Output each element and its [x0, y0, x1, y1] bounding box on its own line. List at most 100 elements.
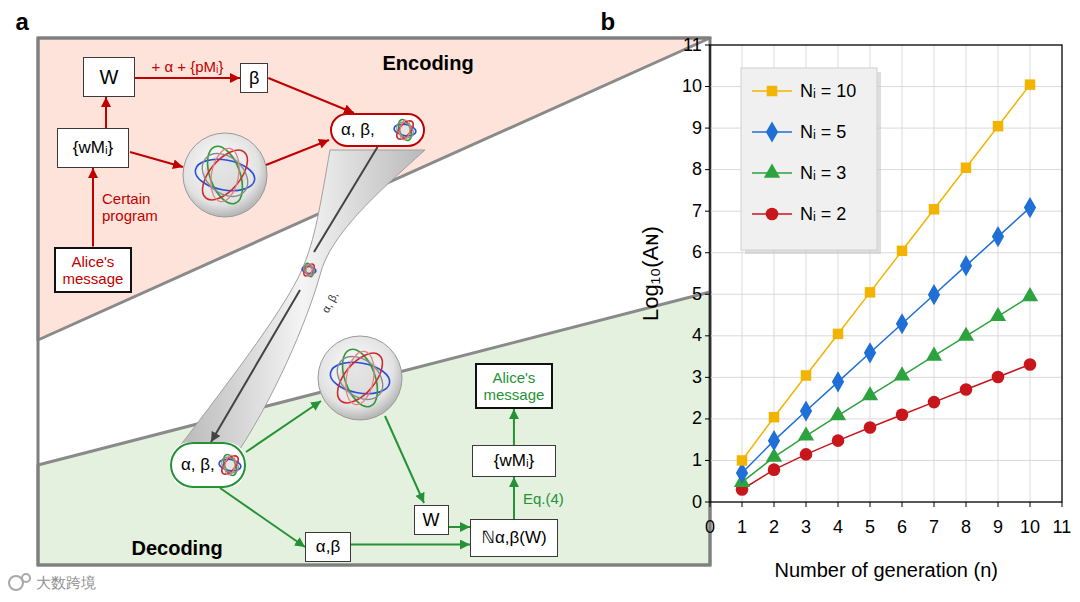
knot-icon — [301, 262, 316, 278]
knot-ball — [183, 133, 267, 217]
data-marker — [961, 162, 971, 172]
tick-label: 3 — [801, 517, 811, 537]
axis-title: Number of generation (n) — [775, 559, 998, 581]
tick-mark — [705, 169, 710, 170]
data-marker — [928, 396, 941, 409]
tick-mark — [705, 128, 710, 129]
legend-text: Nᵢ = 10 — [800, 81, 856, 101]
pill-text: α, β, — [181, 455, 215, 475]
tick-label-holder: 4 — [833, 517, 843, 538]
process-box: W — [414, 505, 449, 535]
process-box: W — [83, 57, 135, 97]
box-text: α,β — [316, 537, 340, 557]
region-title: Decoding — [132, 537, 223, 559]
tick-label-holder: 8 — [961, 517, 971, 538]
tick-label-holder: 10 — [682, 76, 702, 97]
tick-mark — [705, 86, 710, 87]
flow-connector — [449, 526, 471, 528]
box-text: β — [249, 68, 259, 89]
tick-label: 1 — [692, 450, 702, 470]
tick-label-holder: 7 — [929, 517, 939, 538]
data-marker — [990, 307, 1006, 321]
tick-label-holder: 3 — [801, 517, 811, 538]
data-marker — [862, 386, 878, 400]
tick-mark — [705, 418, 710, 419]
data-marker — [926, 347, 942, 361]
tick-label-holder: 11 — [1053, 517, 1072, 538]
tick-label: 10 — [682, 76, 702, 96]
tick-mark — [705, 377, 710, 378]
message-box: Alice's message — [475, 363, 554, 410]
tick-label-holder: 9 — [993, 517, 1003, 538]
tick-mark — [902, 502, 903, 507]
tick-mark — [870, 502, 871, 507]
tick-label-holder: 4 — [692, 325, 702, 346]
tick-label: 11 — [1053, 517, 1072, 537]
region-outline — [38, 38, 710, 340]
tick-mark — [705, 211, 710, 212]
legend-entry: Nᵢ = 3 — [800, 163, 846, 184]
tick-mark — [966, 502, 967, 507]
tick-mark — [1030, 502, 1031, 507]
flow-connector — [351, 544, 470, 546]
tick-label-holder: 11 — [683, 35, 702, 56]
legend-entry: Nᵢ = 2 — [800, 204, 846, 225]
data-marker — [832, 434, 845, 447]
flow-connector — [92, 168, 94, 247]
pill-ground — [330, 113, 425, 147]
region-title-holder: Encoding — [383, 52, 474, 75]
data-series — [734, 287, 1038, 487]
axis-title-holder: Number of generation (n) — [775, 559, 998, 582]
tick-label-holder: 5 — [865, 517, 875, 538]
data-marker — [800, 448, 813, 461]
legend-marker — [764, 164, 780, 178]
tick-label: 8 — [692, 159, 702, 179]
data-marker — [928, 284, 940, 305]
data-marker — [768, 430, 780, 451]
decoding-band: Decodingα, β,Alice's message{wMᵢ}Wα,βℕα,… — [38, 292, 710, 565]
channel-label: α, β, — [319, 289, 340, 314]
edge-label-holder: + α + {pMᵢ} — [152, 58, 224, 75]
edge-label: Eq.(4) — [523, 490, 564, 507]
edge-label-holder: Certain program — [102, 190, 174, 225]
grid-line — [710, 460, 1062, 461]
process-box: {wMᵢ} — [57, 128, 129, 168]
tick-label: 4 — [833, 517, 843, 537]
tick-mark — [1062, 502, 1063, 507]
region-shape — [38, 292, 710, 565]
legend-swatch — [752, 164, 792, 178]
data-marker — [830, 406, 846, 420]
data-marker — [960, 383, 973, 396]
watermark: 大数跨境 — [36, 574, 96, 591]
tick-mark — [806, 502, 807, 507]
tick-label: 9 — [692, 118, 702, 138]
edge-label: + α + {pMᵢ} — [152, 58, 224, 75]
data-marker — [1022, 287, 1038, 301]
tick-label: 5 — [692, 284, 702, 304]
tick-label: 6 — [692, 242, 702, 262]
region-shape — [38, 38, 710, 340]
edge-label: Certain program — [102, 190, 158, 224]
process-box: {wMᵢ} — [472, 445, 556, 477]
legend-text: Nᵢ = 5 — [800, 122, 846, 142]
tick-label: 7 — [929, 517, 939, 537]
box-text: Alice's message — [484, 369, 545, 404]
flow-connector — [513, 477, 515, 519]
data-marker — [896, 408, 909, 421]
tick-label: 4 — [692, 325, 702, 345]
encoding-band: EncodingWβ{wMᵢ}α, β,Alice's message — [38, 38, 710, 340]
tick-label-holder: 8 — [692, 159, 702, 180]
axis-title: Log₁₀(Aɴ) — [637, 226, 662, 321]
tick-label-holder: 2 — [769, 517, 779, 538]
knot-ball — [318, 336, 402, 420]
tick-label-holder: 6 — [897, 517, 907, 538]
grid-line — [710, 294, 1062, 295]
data-marker — [798, 426, 814, 440]
pill-ground — [170, 442, 246, 488]
legend-text: Nᵢ = 2 — [800, 204, 846, 224]
tick-mark — [705, 335, 710, 336]
knot-icon — [393, 118, 417, 142]
channel-label-holder: α, β, — [319, 289, 340, 314]
